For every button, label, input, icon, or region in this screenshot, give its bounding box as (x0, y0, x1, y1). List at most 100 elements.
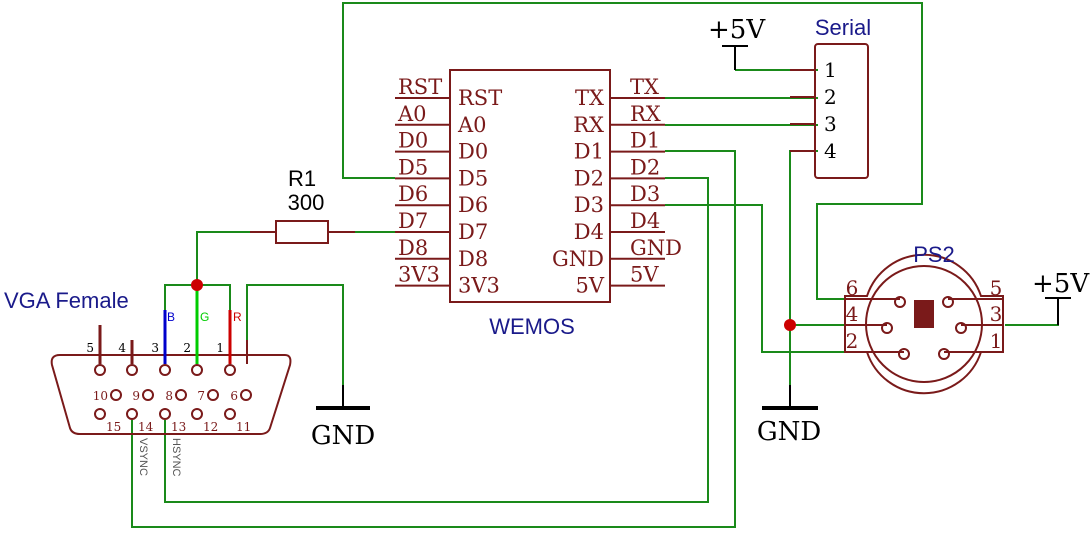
power-symbols: +5V +5V GND GND (311, 15, 1091, 451)
serial-pin-label: 3 (824, 112, 837, 136)
wemos-net-label: D1 (630, 129, 660, 153)
gnd-symbol-vga: GND (311, 385, 375, 451)
wemos-pin-label: 3V3 (458, 274, 500, 298)
vga-pin-11-hole (224, 408, 236, 420)
resistor-ref: R1 (288, 166, 316, 191)
wemos-pin-label: D3 (574, 193, 604, 217)
ps2-title: PS2 (913, 242, 955, 267)
wemos-pin-label: A0 (457, 113, 487, 137)
ps2-pin-label: 6 (846, 276, 859, 300)
wire-d3-ps2-2 (665, 204, 870, 353)
wemos-net-label: D5 (398, 155, 428, 179)
vga-pin-2-hole (191, 364, 203, 376)
vcc-symbol-ps2: +5V (1032, 269, 1090, 325)
vga-pin-label: 6 (230, 389, 238, 403)
wemos-net-label: A0 (397, 102, 427, 126)
ps2-hole (955, 322, 967, 334)
wemos-net-label: RX (630, 102, 661, 126)
vga-pin-3-hole (159, 364, 171, 376)
wemos-pin-label: D8 (458, 247, 488, 271)
wemos-pin-label: RX (573, 113, 604, 137)
vga-pin-label: 7 (197, 389, 205, 403)
vga-pin-label: 13 (171, 420, 186, 434)
vga-pin-5-hole (94, 364, 106, 376)
ps2-pin-label: 1 (990, 329, 1003, 353)
wemos-net-label: D2 (630, 155, 660, 179)
vga-pin-label: 9 (132, 389, 140, 403)
vga-pin-label: 10 (93, 389, 108, 403)
gnd-label-serial: GND (757, 417, 821, 447)
vga-pin-label: 4 (118, 341, 126, 355)
ps2-pin-label: 5 (990, 276, 1003, 300)
vga-pin-label: 14 (138, 420, 154, 434)
wemos-pin-label: D6 (458, 193, 488, 217)
vga-pin-8-hole (175, 389, 187, 401)
wemos-pin-label: D2 (574, 166, 604, 190)
vga-pin-label: 1 (216, 341, 224, 355)
vga-middle-pins: 10 9 8 7 6 (93, 389, 252, 403)
wemos-net-label: TX (630, 75, 659, 99)
wemos-pin-label: GND (552, 247, 604, 271)
wemos-title: WEMOS (489, 314, 575, 339)
vga-pin-label: 5 (86, 341, 94, 355)
ps2-hole (898, 348, 910, 360)
vga-pin-label: 15 (106, 420, 121, 434)
vga-pin-7-hole (207, 389, 219, 401)
vcc-symbol-serial: +5V (708, 15, 766, 70)
wemos-pin-label: D7 (458, 220, 488, 244)
vga-pin-label: 12 (203, 420, 218, 434)
vga-pin-14-hole (126, 408, 138, 420)
vga-pin-12-hole (191, 408, 203, 420)
gnd-label-vga: GND (311, 421, 375, 451)
wemos-net-label: GND (630, 236, 682, 260)
junctions (191, 279, 796, 331)
resistor-body (275, 220, 329, 244)
serial-pin-label: 4 (824, 139, 837, 163)
vga-pin-6-hole (240, 389, 252, 401)
wemos-net-label: 3V3 (398, 263, 440, 287)
vga-title: VGA Female (4, 288, 129, 313)
vga-pin-10-hole (110, 389, 122, 401)
wemos-pin-label: TX (575, 86, 604, 110)
vga-label-r: R (233, 310, 242, 324)
wire-d1-vsync (131, 150, 736, 528)
vcc-label-ps2: +5V (1032, 269, 1090, 299)
wemos-pin-label: 5V (575, 274, 604, 298)
ps2-pin-label: 3 (990, 302, 1003, 326)
ps2-hole (894, 296, 906, 308)
vga-pin-label: 8 (165, 389, 173, 403)
wire-r1-vga (196, 231, 275, 285)
vga-pin-label: 11 (236, 420, 251, 434)
vga-pin-9-hole (142, 389, 154, 401)
wemos-pin-label: D4 (574, 220, 604, 244)
vga-label-b: B (167, 310, 175, 324)
resistor-value: 300 (288, 190, 325, 215)
wemos-net-label: D4 (630, 209, 660, 233)
junction-dot-gnd (784, 319, 796, 331)
ps2-hole (938, 348, 950, 360)
wemos-net-label: 5V (630, 263, 659, 287)
wemos-net-label: D3 (630, 182, 660, 206)
vga-pin-1-hole (224, 364, 236, 376)
vga-label-g: G (200, 310, 209, 324)
wemos-pin-label: D5 (458, 166, 488, 190)
wemos-net-label: D0 (398, 129, 428, 153)
ps2-pin-label: 2 (846, 329, 859, 353)
wemos-net-label: D7 (398, 209, 428, 233)
wire-ps2-3-5v (1005, 298, 1059, 326)
wemos-net-label: D8 (398, 236, 428, 260)
gnd-symbol-serial: GND (757, 385, 821, 447)
vga-bottom-pins: 15 14 13 12 11 (94, 408, 251, 434)
vga-pin-15-hole (94, 408, 106, 420)
wire-vga-gnd (246, 284, 344, 408)
ps2-pin-holes (881, 296, 967, 360)
resistor-r1: R1 300 (250, 166, 355, 244)
